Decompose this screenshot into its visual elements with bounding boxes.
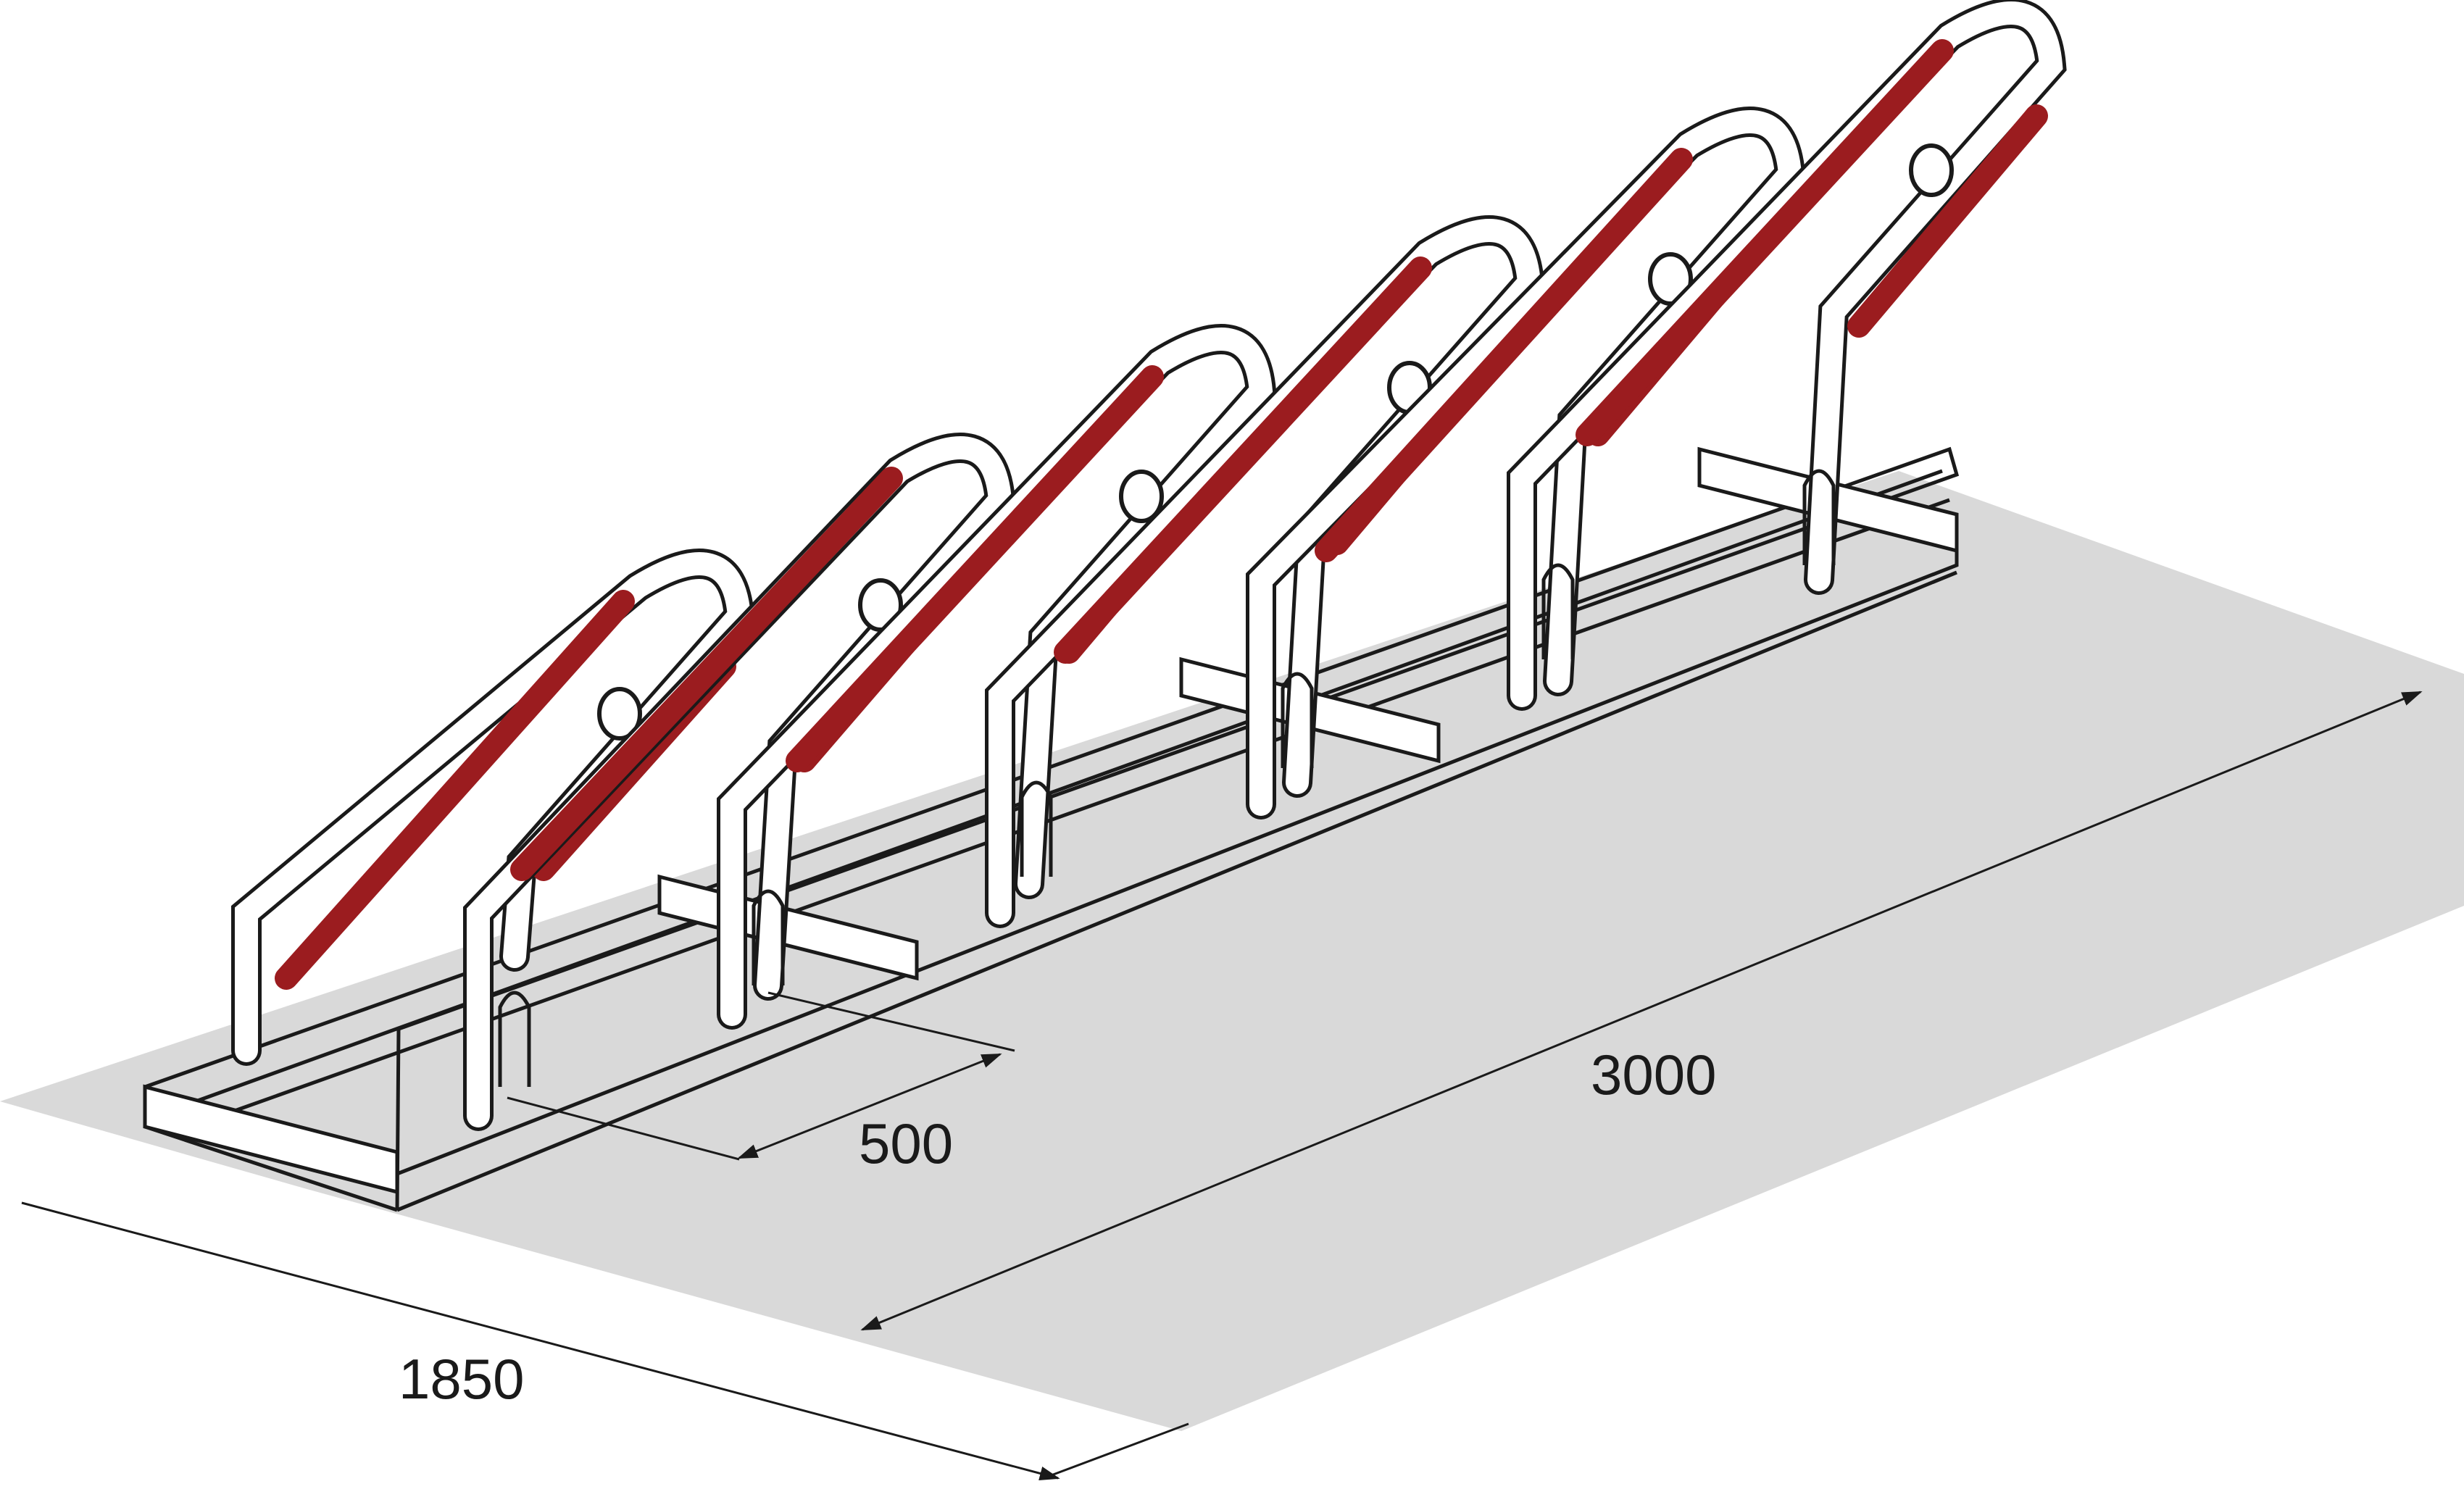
dimension-length (860, 691, 2423, 1331)
hoop-1 (231, 549, 755, 1066)
hoop-6 (1507, 0, 2067, 711)
floor-plane (0, 471, 2464, 1431)
dimension-spacing-label: 500 (859, 1112, 953, 1175)
dimension-length-label: 3000 (1591, 1043, 1717, 1106)
dimension-width-label: 1850 (399, 1347, 525, 1411)
dimension-width (21, 1201, 1189, 1480)
